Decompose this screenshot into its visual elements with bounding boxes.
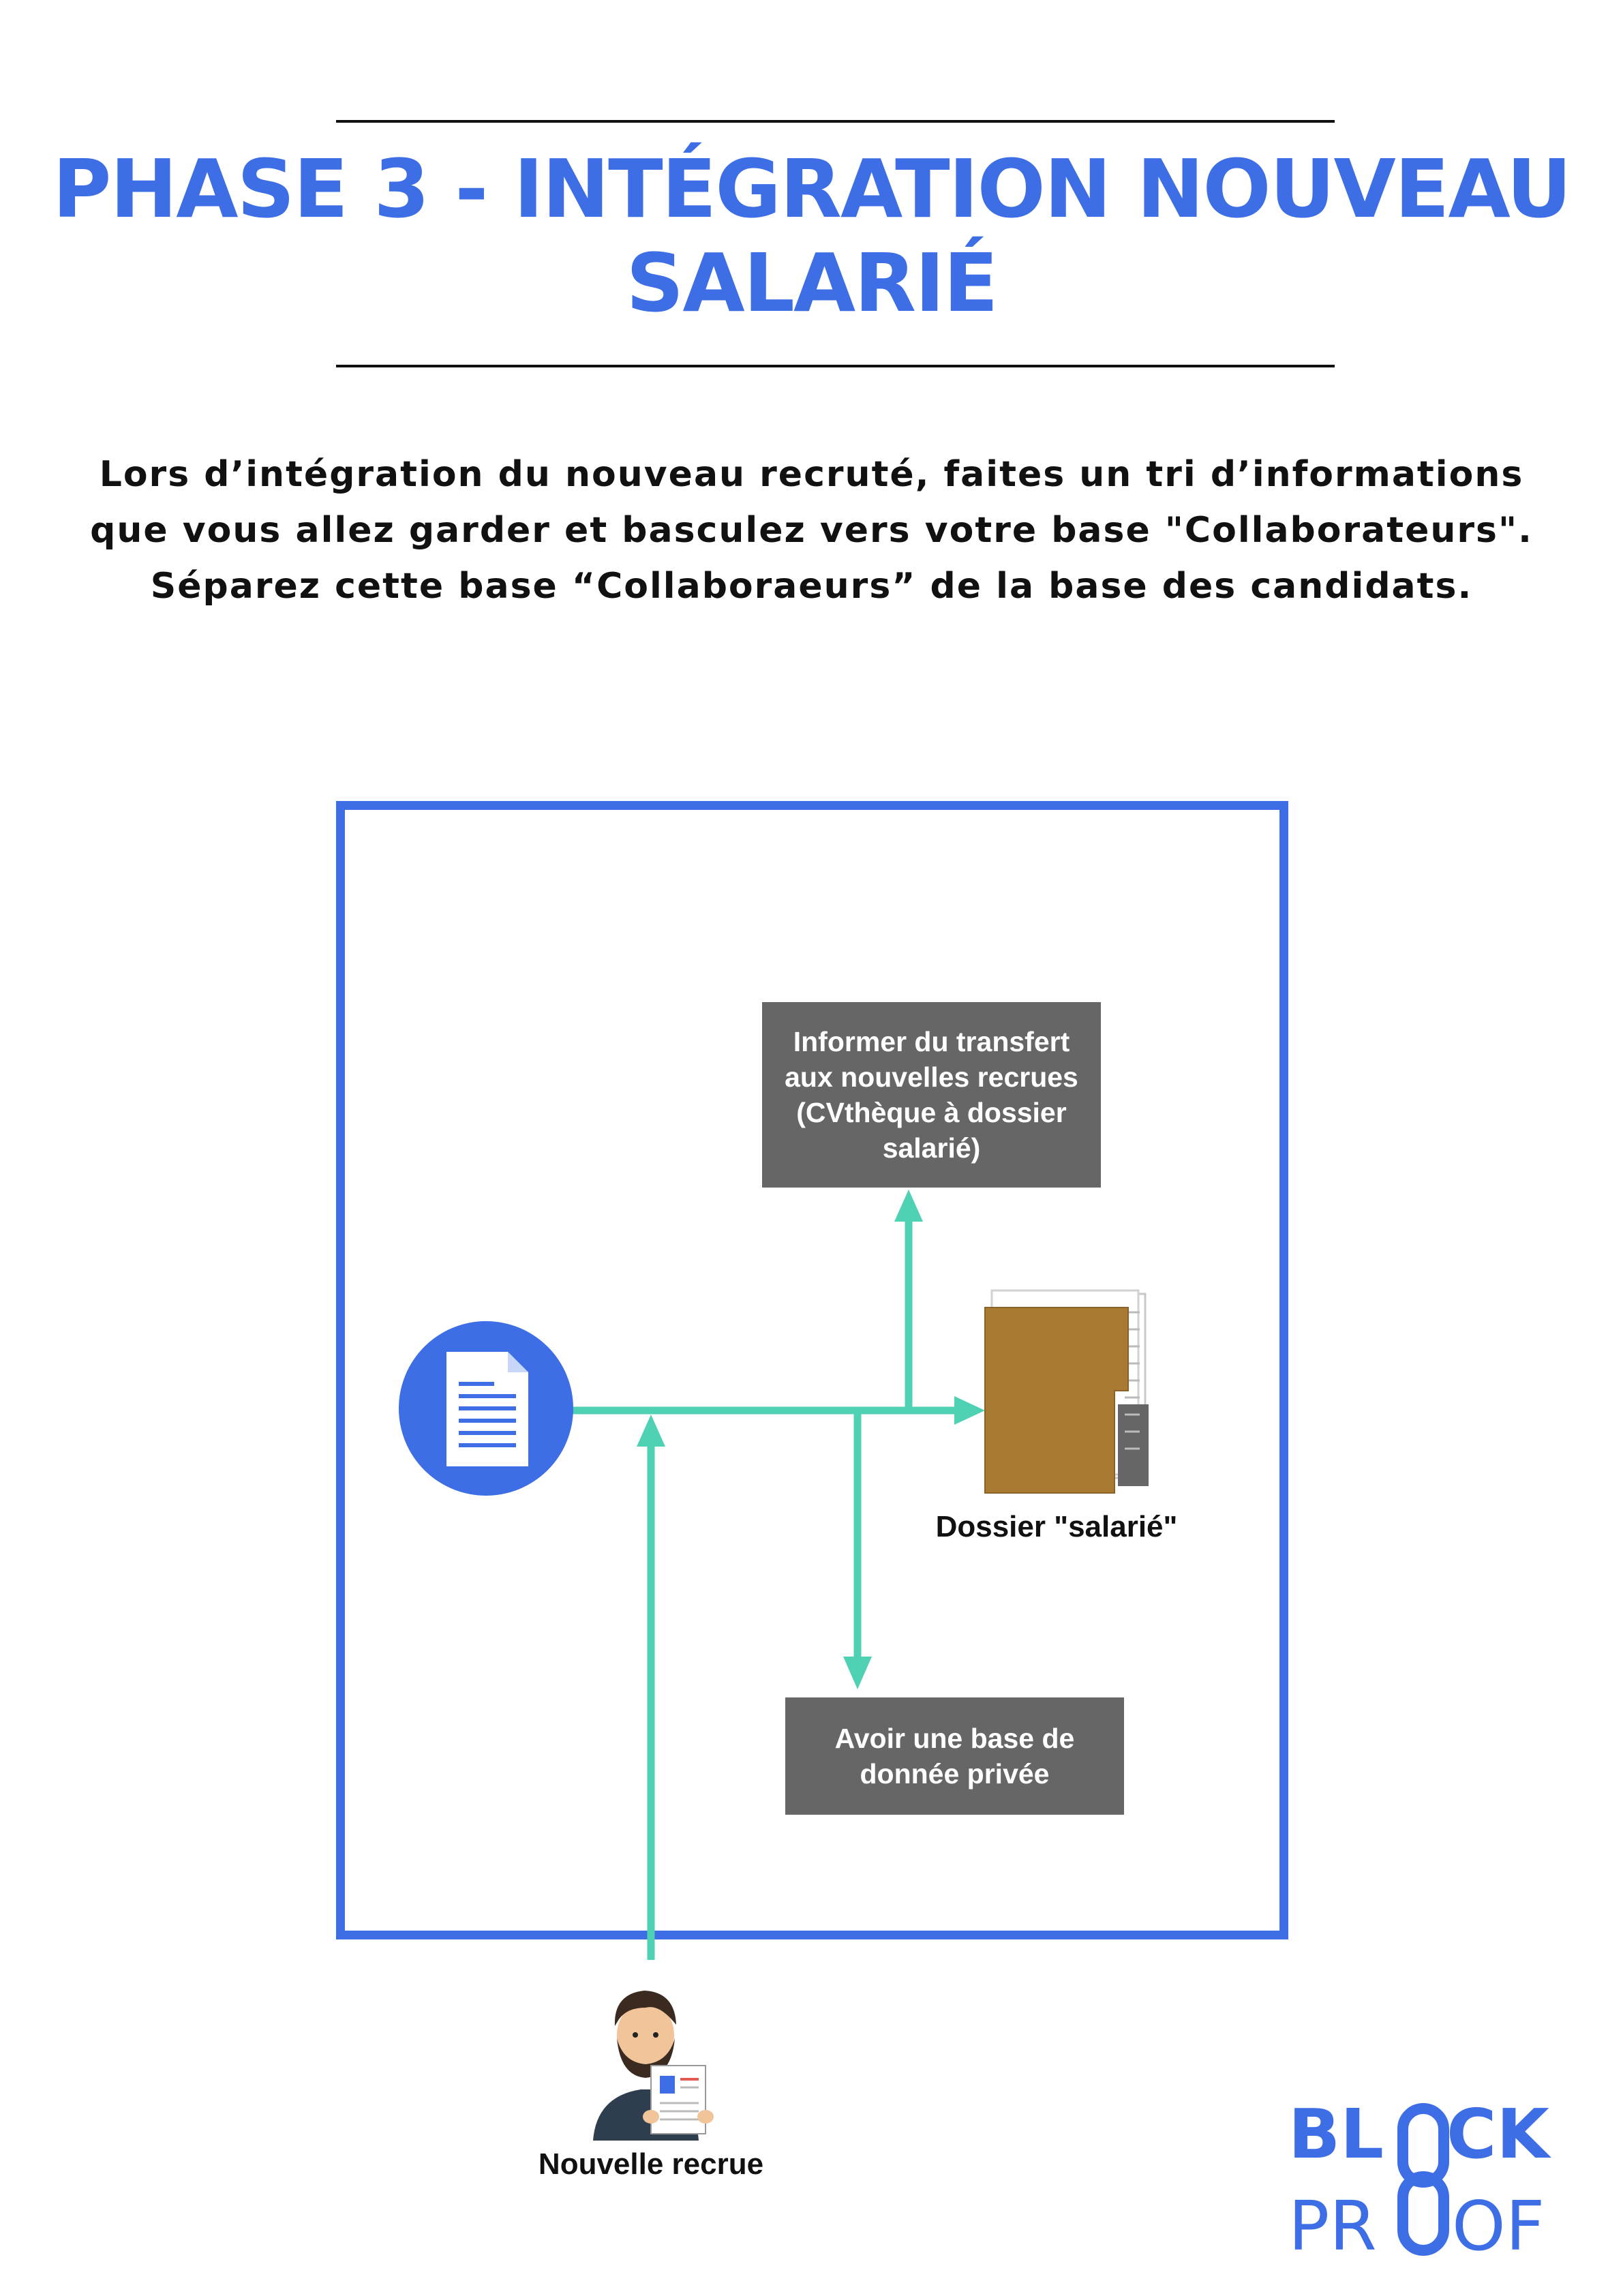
page-title: PHASE 3 - INTÉGRATION NOUVEAU SALARIÉ xyxy=(0,142,1623,330)
diagram-frame xyxy=(336,801,1288,1939)
arrowhead-to-private-box xyxy=(843,1657,872,1689)
intro-line-1: Lors d’intégration du nouveau recruté, f… xyxy=(99,454,1524,495)
private-line-2: donnée privée xyxy=(860,1758,1050,1789)
document-icon xyxy=(399,1321,573,1496)
arrowhead-to-document xyxy=(637,1415,665,1447)
top-rule xyxy=(336,120,1335,123)
arrowhead-to-inform-box xyxy=(894,1190,923,1222)
person-label: Nouvelle recrue xyxy=(538,2147,764,2181)
title-line-2: SALARIÉ xyxy=(626,236,998,330)
title-line-1: PHASE 3 - INTÉGRATION NOUVEAU xyxy=(52,142,1572,236)
arrowhead-to-folder xyxy=(954,1396,985,1425)
svg-text:PR: PR xyxy=(1288,2186,1377,2266)
private-line-1: Avoir une base de xyxy=(834,1723,1075,1754)
intro-line-2: que vous allez garder et basculez vers v… xyxy=(90,510,1533,551)
folder-label: Dossier "salarié" xyxy=(935,1510,1178,1543)
inform-line-1: Informer du transfert xyxy=(793,1026,1070,1057)
intro-paragraph: Lors d’intégration du nouveau recruté, f… xyxy=(68,447,1555,614)
inform-line-4: salarié) xyxy=(882,1132,981,1164)
blockproof-logo: BL CK PR OF xyxy=(1288,2094,1561,2267)
inform-line-3: (CVthèque à dossier xyxy=(796,1097,1067,1128)
private-database-box: Avoir une base de donnée privée xyxy=(785,1697,1124,1815)
bottom-rule xyxy=(336,365,1335,367)
svg-text:CK: CK xyxy=(1446,2096,1551,2174)
svg-text:OF: OF xyxy=(1452,2186,1545,2266)
intro-line-3: Séparez cette base “Collaboraeurs” de la… xyxy=(150,566,1473,607)
svg-text:BL: BL xyxy=(1288,2096,1384,2174)
inform-line-2: aux nouvelles recrues xyxy=(785,1061,1078,1093)
inform-transfer-box: Informer du transfert aux nouvelles recr… xyxy=(762,1002,1101,1188)
